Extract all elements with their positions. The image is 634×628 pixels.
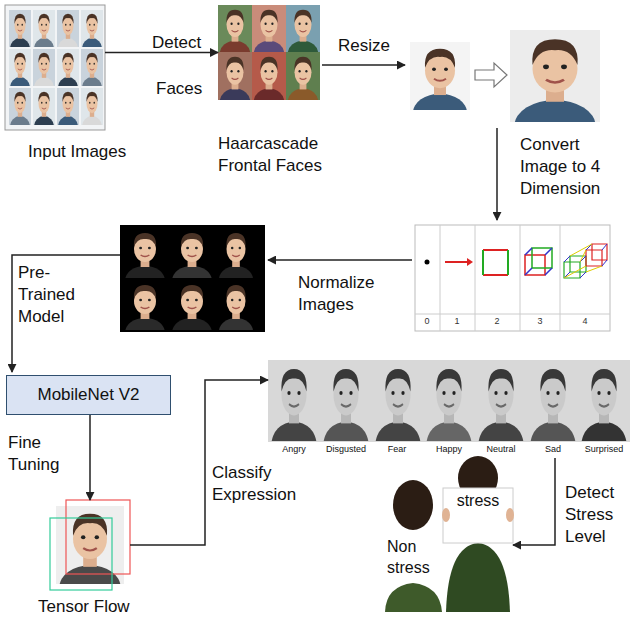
stress-figures (385, 583, 442, 612)
dimension-figure (564, 244, 602, 278)
normalized-faces (172, 233, 212, 294)
node-caption: Fear (371, 444, 423, 456)
image-panel: Tensor Flow (50, 500, 130, 590)
node-caption: Haarcascade Frontal Faces (218, 133, 330, 177)
step-label: 0 (417, 316, 437, 328)
normalized-faces (12, 255, 120, 372)
node-caption: Happy (423, 444, 475, 456)
step-label: Detect (152, 32, 222, 54)
dimension-figure (415, 225, 610, 331)
detected-faces (218, 5, 320, 115)
dimension-figure (425, 260, 430, 265)
normalized-faces (125, 233, 165, 294)
node-caption: Tensor Flow (38, 596, 158, 618)
input-photo-grid (82, 92, 102, 137)
image-strip: AngryDisgustedFearHappyNeutralSadSurpris… (268, 360, 630, 458)
dimension-figure (445, 261, 467, 263)
stress-figures (385, 456, 514, 612)
normalized-faces (172, 285, 212, 346)
detected-faces (288, 57, 319, 116)
detected-faces (220, 57, 251, 116)
resize-step (413, 49, 467, 132)
node-caption: Non stress (387, 537, 442, 579)
stress-figures (446, 543, 510, 612)
step-label: 4 (575, 316, 595, 328)
input-photo-grid (5, 5, 105, 137)
dimension-figure (564, 244, 607, 278)
expression-strip (268, 360, 630, 467)
flow-arrow (89, 415, 91, 500)
tensorflow-face (50, 518, 112, 590)
step-label: Faces (156, 78, 216, 100)
dimension-figure (415, 225, 610, 331)
step-label: Normalize Images (298, 272, 386, 316)
flow-arrow (513, 458, 555, 545)
process-box: MobileNet V2 (6, 375, 171, 415)
normalized-faces (125, 285, 165, 346)
normalized-faces (219, 285, 253, 346)
node-caption: Disgusted (320, 444, 372, 456)
node-caption: Angry (268, 444, 320, 456)
step-label: 1 (447, 316, 467, 328)
step-label: 3 (530, 316, 550, 328)
box-label: MobileNet V2 (37, 384, 139, 406)
dimension-figure (483, 250, 508, 275)
normalized-faces (268, 259, 412, 261)
step-label: 2 (487, 316, 507, 328)
normalized-faces (219, 233, 253, 294)
step-label: Detect Stress Level (565, 482, 629, 548)
stress-figures (506, 508, 514, 522)
step-label: Pre-Trained Model (18, 262, 82, 328)
resize-step (475, 63, 507, 87)
image-panel: Haarcascade Frontal Faces (218, 5, 320, 100)
stress-figures (393, 480, 433, 530)
node-caption: Input Images (28, 141, 153, 163)
step-label: Resize (338, 35, 404, 57)
resize-step (322, 64, 405, 66)
dimension-figure (467, 258, 473, 266)
stress-figures (442, 508, 450, 522)
normalized-faces (12, 225, 412, 372)
input-photo-grid (10, 92, 30, 137)
input-photo-grid (34, 92, 54, 137)
node-caption: Surprised (578, 444, 630, 456)
step-label: Convert Image to 4 Dimension (520, 134, 616, 200)
tensorflow-face (66, 500, 130, 574)
image-panel: stressNon stress (383, 455, 513, 612)
node-caption: Sad (527, 444, 579, 456)
node-caption: stress (443, 491, 513, 512)
dimension-figure (525, 248, 552, 275)
stress-figures (443, 488, 513, 543)
dimension-figure (415, 225, 610, 331)
detected-faces (254, 57, 285, 116)
resize-step (515, 39, 596, 151)
dimension-figure (483, 250, 508, 275)
node-caption: Neutral (475, 444, 527, 456)
tensorflow-face (50, 500, 130, 609)
resize-step (496, 128, 498, 220)
step-label: Fine Tuning (8, 432, 70, 476)
image-panel: Input Images (5, 5, 105, 130)
input-photo-grid (58, 92, 78, 137)
step-label: Classify Expression (212, 462, 322, 506)
